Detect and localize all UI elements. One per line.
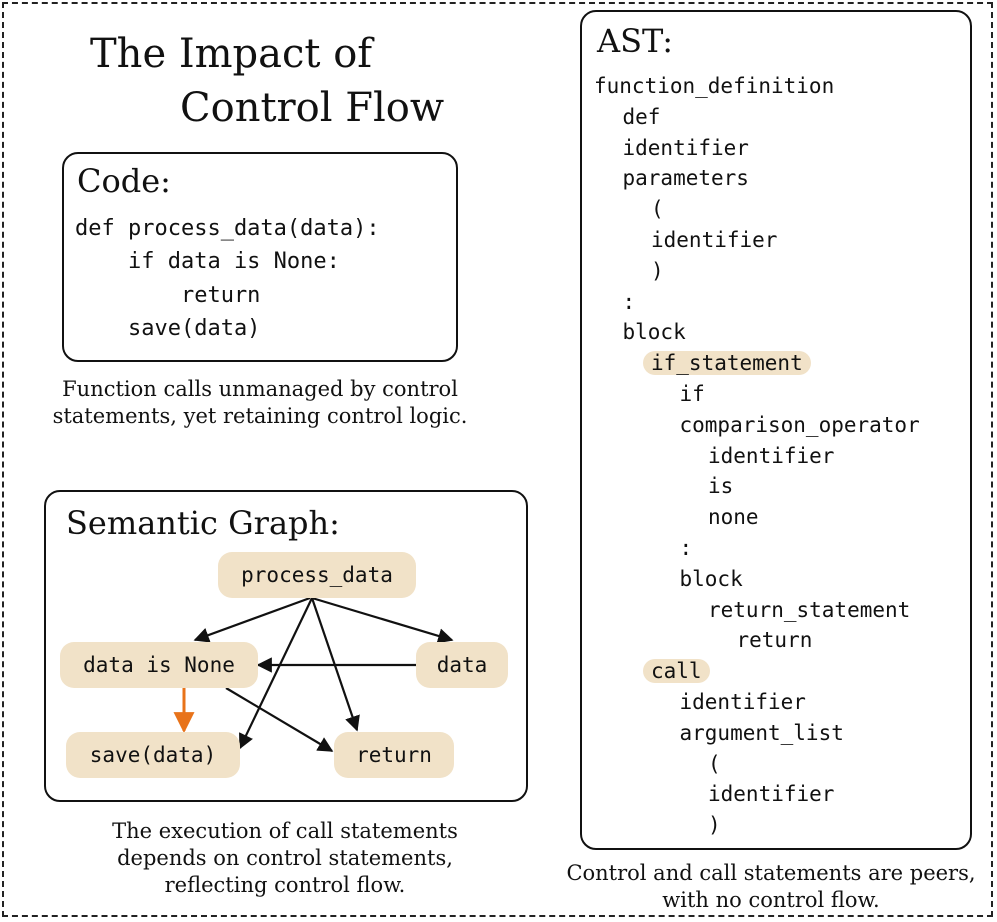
ast-node: identifier bbox=[708, 441, 834, 471]
ast-node-label: return_statement bbox=[708, 597, 911, 622]
graph-node-process-data: process_data bbox=[218, 552, 416, 598]
code-line: def process_data(data): bbox=[75, 216, 380, 241]
ast-node: : bbox=[680, 533, 693, 563]
code-caption: Function calls unmanaged by control stat… bbox=[40, 376, 480, 430]
graph-caption-line: The execution of call statements bbox=[112, 819, 458, 843]
code-box: Code: def process_data(data): if data is… bbox=[62, 152, 458, 362]
ast-node: function_definition bbox=[594, 71, 834, 101]
ast-caption-line: with no control flow. bbox=[662, 888, 880, 912]
ast-node-highlighted: call bbox=[643, 656, 710, 686]
ast-node-label: call bbox=[643, 659, 710, 684]
ast-node: argument_list bbox=[680, 718, 844, 748]
ast-node-label: if bbox=[679, 382, 705, 406]
ast-node: ( bbox=[708, 749, 721, 779]
ast-node: identifier bbox=[623, 133, 749, 163]
ast-node: block bbox=[680, 564, 743, 594]
ast-node: def bbox=[623, 102, 661, 132]
ast-node-label: ( bbox=[708, 751, 721, 776]
edge-process-data-to-save-data bbox=[239, 597, 313, 750]
code-box-header: Code: bbox=[77, 162, 171, 200]
ast-node: identifier bbox=[651, 225, 777, 255]
figure-title-line2: Control Flow bbox=[180, 85, 445, 131]
code-line: save(data) bbox=[75, 316, 261, 341]
ast-node-label: function_definition bbox=[594, 74, 835, 98]
ast-caption-line: Control and call statements are peers, bbox=[566, 861, 976, 885]
ast-node: ( bbox=[651, 194, 664, 224]
ast-node-label: ) bbox=[708, 813, 721, 838]
figure-title-line1: The Impact of bbox=[90, 31, 373, 77]
ast-node: ) bbox=[708, 810, 721, 840]
graph-node-save-data: save(data) bbox=[66, 732, 240, 778]
code-line: if data is None: bbox=[75, 249, 340, 274]
graph-node-return: return bbox=[334, 732, 454, 778]
ast-node-label: block bbox=[679, 566, 743, 591]
ast-node: identifier bbox=[708, 779, 834, 809]
ast-node-label: identifier bbox=[679, 690, 806, 714]
graph-node-data-is-none: data is None bbox=[60, 642, 258, 688]
edge-process-data-to-data-is-none bbox=[193, 596, 311, 643]
ast-node-label: def bbox=[622, 104, 661, 129]
ast-node-label: ( bbox=[651, 197, 664, 222]
ast-node-highlighted: if_statement bbox=[643, 348, 811, 378]
ast-node-label: : bbox=[622, 289, 636, 314]
code-caption-line: statements, yet retaining control logic. bbox=[52, 404, 468, 428]
ast-node: if bbox=[680, 379, 705, 409]
graph-caption-line: depends on control statements, bbox=[117, 846, 453, 870]
ast-node-label: argument_list bbox=[679, 720, 844, 745]
ast-node-label: block bbox=[622, 320, 686, 345]
ast-node-label: comparison_operator bbox=[679, 412, 920, 437]
edge-process-data-to-data bbox=[311, 596, 454, 644]
ast-node: block bbox=[623, 317, 686, 347]
ast-node-label: identifier bbox=[622, 135, 749, 160]
ast-node: comparison_operator bbox=[680, 410, 920, 440]
ast-node: return bbox=[737, 625, 813, 655]
ast-node: none bbox=[708, 502, 759, 532]
ast-node: : bbox=[623, 287, 636, 317]
ast-node-label: ) bbox=[651, 258, 664, 283]
ast-node-label: if_statement bbox=[643, 351, 811, 376]
ast-node: identifier bbox=[680, 687, 806, 717]
graph-caption: The execution of call statements depends… bbox=[60, 818, 510, 899]
ast-box-header: AST: bbox=[597, 22, 674, 60]
edge-data-is-none-to-return bbox=[225, 687, 334, 752]
graph-node-data: data bbox=[416, 642, 508, 688]
ast-node-label: : bbox=[679, 536, 693, 560]
ast-node-label: identifier bbox=[708, 443, 835, 468]
ast-node: is bbox=[708, 471, 733, 501]
ast-node: ) bbox=[651, 256, 664, 286]
ast-node: return_statement bbox=[708, 595, 910, 625]
ast-node-label: identifier bbox=[708, 782, 835, 807]
ast-node-label: parameters bbox=[622, 166, 749, 191]
code-line: return bbox=[75, 283, 261, 308]
ast-node-label: return bbox=[736, 628, 813, 653]
ast-node-label: identifier bbox=[651, 228, 778, 252]
ast-node-label: is bbox=[708, 474, 734, 499]
ast-caption: Control and call statements are peers, w… bbox=[548, 860, 994, 914]
semantic-graph-header: Semantic Graph: bbox=[66, 504, 340, 542]
ast-node: parameters bbox=[623, 163, 749, 193]
graph-caption-line: reflecting control flow. bbox=[164, 873, 406, 897]
code-caption-line: Function calls unmanaged by control bbox=[62, 377, 458, 401]
ast-node-label: none bbox=[708, 505, 759, 530]
